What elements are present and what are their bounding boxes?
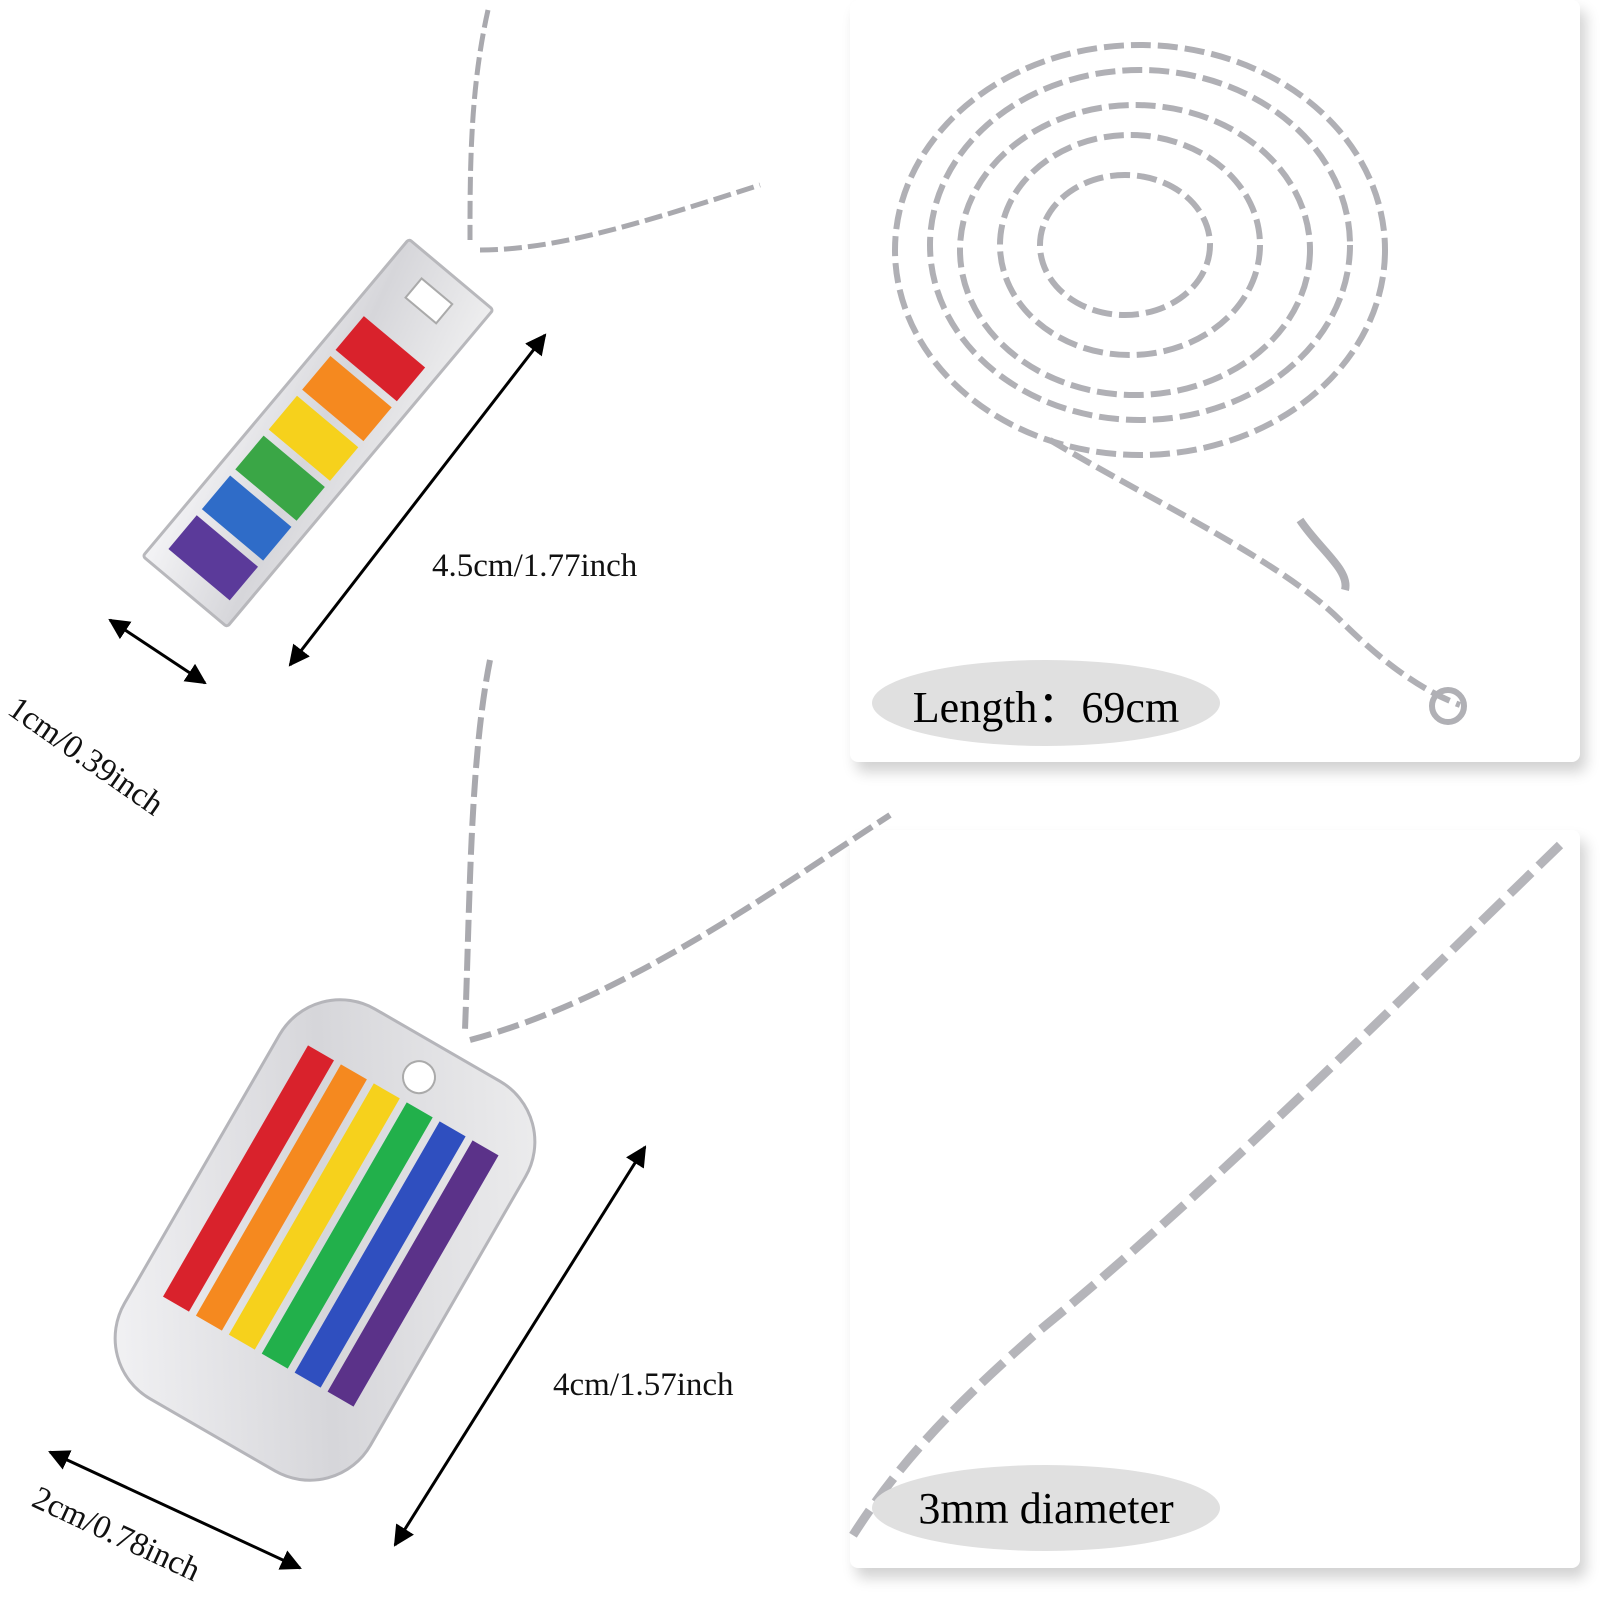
chain-diameter-badge: 3mm diameter [872,1465,1220,1551]
pendant2-chain [462,659,892,1043]
chain-length-badge: Length：69cm [872,660,1220,746]
chain-closeup-panel [850,830,1580,1568]
pendant1-stripe [201,475,292,561]
dog-tag-stripe [228,1083,400,1350]
dimension-arrows [48,333,647,1570]
dog-tag-stripe [261,1102,433,1369]
dog-tag-stripe [163,1045,334,1312]
pendant1-length-label: 4.5cm/1.77inch [432,548,638,584]
pendant2-dog-tag [113,998,537,1482]
pendant1-stripe [168,515,259,601]
dog-tag-stripe [195,1064,367,1331]
chain-length-text: Length：69cm [912,683,1180,732]
chain-diameter-text: 3mm diameter [918,1483,1174,1533]
pendant1-chain [467,9,761,253]
coiled-chain [892,42,1467,725]
closeup-chain [846,841,1564,1543]
pendant2-length-label: 4cm/1.57inch [553,1367,734,1403]
